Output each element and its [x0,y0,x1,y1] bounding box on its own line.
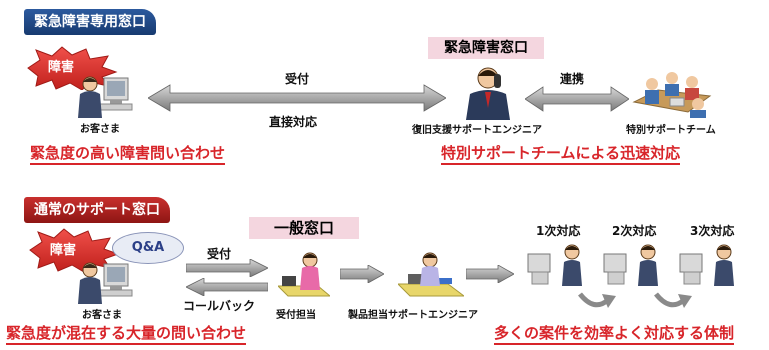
emergency-section-header: 緊急障害専用窓口 [24,9,156,35]
customer-at-pc-icon-2 [78,262,133,304]
special-team-label: 特別サポートチーム [626,125,716,136]
customer-at-pc-icon [78,76,133,118]
efficient-system-caption: 多くの案件を効率よく対応する体制 [494,323,735,345]
direct-response-label: 直接対応 [269,115,318,129]
customer-label: お客さま [80,124,120,135]
product-engineer-label: 製品担当サポートエンジニア [348,310,478,321]
handoff-arrow-1 [340,265,384,283]
general-window-label: 一般窓口 [249,217,359,239]
tier-2-staff-icon [603,244,658,286]
escalation-arrow-2 [654,292,692,308]
support-engineer-icon [466,67,510,120]
special-team-icon [632,72,712,118]
reception-staff-icon [278,252,330,297]
tier-3-label: 3次対応 [690,224,735,238]
normal-section-header: 通常のサポート窓口 [24,197,170,223]
product-engineer-icon [398,252,464,297]
escalation-arrow-1 [578,292,616,308]
emergency-window-label: 緊急障害窓口 [428,37,544,59]
trouble-burst-label: 障害 [48,60,75,75]
rapid-response-caption: 特別サポートチームによる迅速対応 [441,143,681,165]
tier-3-staff-icon [679,244,734,286]
callback-arrow-left [186,278,268,296]
cooperation-arrow [525,86,629,112]
cooperation-label: 連携 [560,72,585,86]
qa-speech-bubble: Q&A [112,232,184,264]
tier-1-staff-icon [527,244,582,286]
customer-label-2: お客さま [82,310,122,321]
urgent-inquiry-caption: 緊急度の高い障害問い合わせ [30,143,226,165]
trouble-burst-label-2: 障害 [50,243,77,258]
direct-response-arrow [148,84,446,112]
tier-2-label: 2次対応 [612,224,657,238]
mixed-inquiry-caption: 緊急度が混在する大量の問い合わせ [6,323,247,345]
callback-label: コールバック [183,299,256,313]
reception-arrow-label-2: 受付 [207,247,232,261]
reception-arrow-right [186,259,268,277]
support-engineer-label: 復旧支援サポートエンジニア [412,125,542,136]
reception-staff-label: 受付担当 [276,310,316,321]
tier-1-label: 1次対応 [536,224,581,238]
handoff-arrow-2 [466,265,514,283]
reception-arrow-label: 受付 [285,72,310,86]
